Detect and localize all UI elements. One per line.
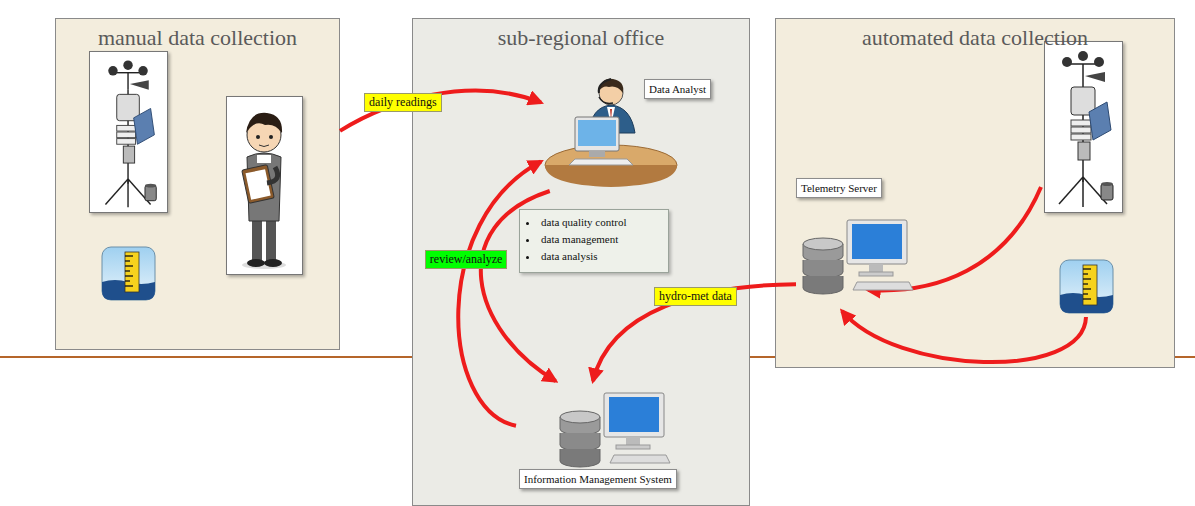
flow-label: daily readings bbox=[364, 93, 442, 112]
weather-station-icon bbox=[1045, 42, 1122, 212]
weather-station-icon bbox=[90, 52, 167, 212]
node-caption: Data Analyst bbox=[644, 79, 711, 99]
node-caption: Information Management System bbox=[519, 469, 677, 489]
telemetry-server-icon bbox=[799, 216, 914, 301]
task-item: data quality control bbox=[526, 214, 660, 231]
field-observer-figure-frame bbox=[226, 96, 303, 275]
weather-station-icon-frame bbox=[1044, 41, 1123, 213]
task-list-box: data quality controldata managementdata … bbox=[519, 209, 669, 273]
task-item: data management bbox=[526, 231, 660, 248]
telemetry-feed-arrows bbox=[776, 19, 1176, 399]
telemetry-node: Telemetry Server bbox=[796, 178, 914, 303]
flow-label: review/analyze bbox=[425, 250, 508, 269]
staff-gauge-icon bbox=[1059, 259, 1114, 314]
region-panel: manual data collection bbox=[55, 18, 340, 350]
analyst-node: Data Analyst bbox=[541, 73, 716, 191]
field-observer-figure bbox=[227, 97, 302, 274]
flow-connector bbox=[481, 191, 556, 381]
node-caption: Telemetry Server bbox=[796, 178, 882, 198]
flow-connector bbox=[340, 91, 541, 131]
staff-gauge-icon bbox=[101, 246, 156, 301]
region-panel: automated data collectionTelemetry Serve… bbox=[775, 18, 1175, 368]
database-server-icon bbox=[556, 389, 671, 474]
region-heading: sub-regional office bbox=[413, 25, 749, 51]
flow-connector bbox=[593, 284, 796, 381]
flow-connector bbox=[458, 162, 541, 426]
task-item: data analysis bbox=[526, 248, 660, 265]
flow-label: hydro-met data bbox=[654, 287, 737, 306]
region-heading: automated data collection bbox=[776, 25, 1174, 51]
ims-node: Information Management System bbox=[516, 381, 736, 493]
weather-station-icon-frame bbox=[89, 51, 168, 213]
region-heading: manual data collection bbox=[56, 25, 339, 51]
